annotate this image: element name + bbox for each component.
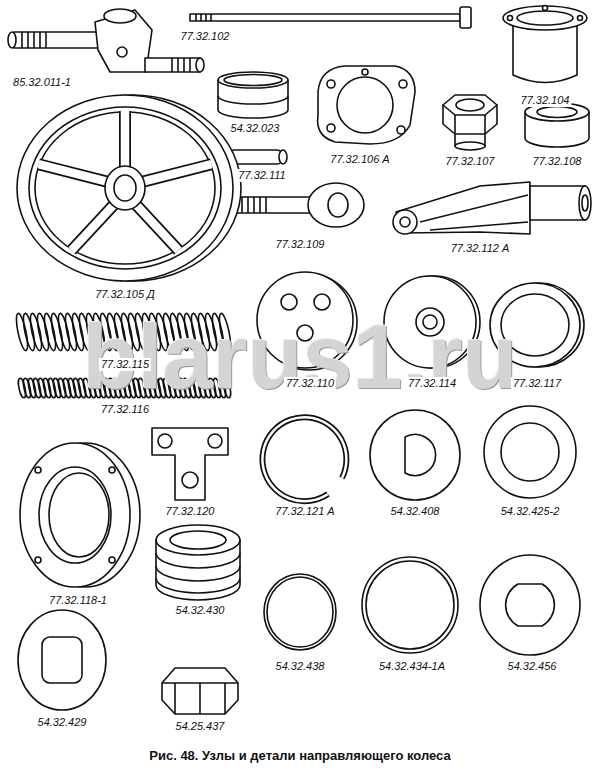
part-number: 77.32.115 xyxy=(99,358,151,371)
part-number: 77.32.112 А xyxy=(449,242,512,255)
wheel-spoke xyxy=(121,111,130,168)
spring-coil xyxy=(14,313,30,352)
part-number: 77.32.110 xyxy=(284,377,336,390)
part-number: 54.32.023 xyxy=(229,122,282,135)
part-number: 77.32.111 xyxy=(236,169,287,182)
part-number: 77.32.109 xyxy=(274,238,327,251)
part-number: 54.32.408 xyxy=(389,505,442,518)
wheel-spoke xyxy=(72,204,115,250)
wheel-spoke xyxy=(136,204,179,250)
spring-coil xyxy=(56,313,72,352)
part-number: 77.32.105 Д xyxy=(93,288,157,301)
part-number: 54.32.425-2 xyxy=(499,505,562,518)
part-number: 77.32.120 xyxy=(164,505,217,518)
spring-coil xyxy=(21,313,37,352)
part-number: 77.32.117 xyxy=(511,377,563,390)
part-number: 77.32.108 xyxy=(531,155,584,168)
wheel-spoke xyxy=(119,111,131,168)
part-number: 77.32.106 А xyxy=(328,153,391,166)
wheel-spoke xyxy=(136,204,179,250)
part-number: 54.32.430 xyxy=(174,604,227,617)
spring-coil xyxy=(49,313,65,352)
wheel-spoke xyxy=(72,204,115,250)
wheel-spoke xyxy=(142,164,211,182)
figure-caption: Рис. 48. Узлы и детали направляющего кол… xyxy=(149,748,450,764)
part-number: 54.32.456 xyxy=(506,660,559,673)
spring-coil xyxy=(63,313,79,352)
spring-coil xyxy=(28,313,44,352)
part-number: 77.32.104 xyxy=(519,94,572,107)
part-number: 77.32.116 xyxy=(99,403,151,416)
part-number: 54.32.434-1А xyxy=(377,660,447,673)
part-number: 54.25.437 xyxy=(174,720,227,733)
part-number: 77.32.121 А xyxy=(273,505,336,518)
wheel-spoke xyxy=(38,164,107,182)
part-number: 77.32.102 xyxy=(179,30,232,43)
spring-coil xyxy=(35,313,51,352)
wheel-spoke xyxy=(142,164,211,182)
part-number: 54.32.429 xyxy=(36,716,89,729)
part-number: 77.32.107 xyxy=(444,155,497,168)
wheel-spoke xyxy=(38,164,107,182)
part-number: 77.32.118-1 xyxy=(47,594,109,607)
spring-coil xyxy=(42,313,58,352)
part-number: 54.32.438 xyxy=(274,660,327,673)
part-number: 85.32.011-1 xyxy=(11,76,73,89)
part-number: 77.32.114 xyxy=(406,377,458,390)
